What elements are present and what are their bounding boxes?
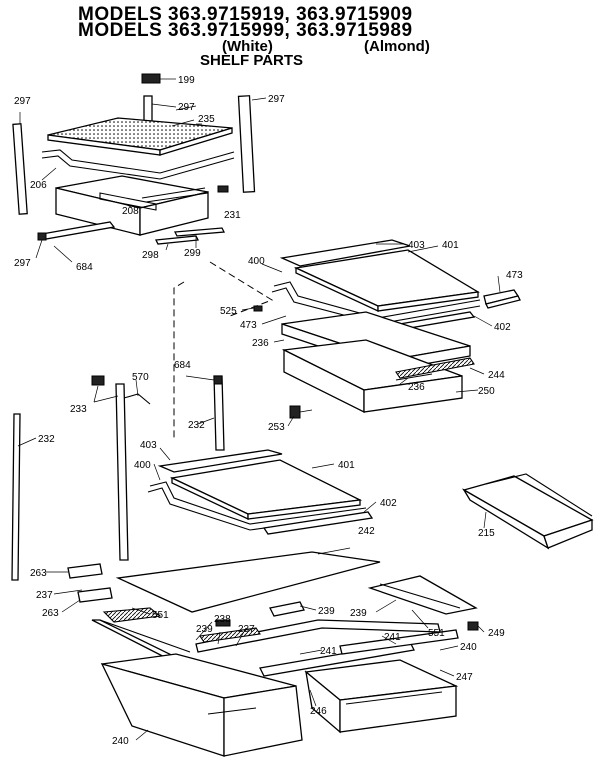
label-298: 298 — [142, 250, 159, 261]
rail-684-upper — [37, 221, 116, 241]
label-570: 570 — [132, 372, 149, 383]
label-299: 299 — [184, 248, 201, 259]
label-237-center: 237 — [238, 624, 255, 635]
label-473-right: 473 — [506, 270, 523, 281]
label-240-right: 240 — [460, 642, 477, 653]
shelf-rail-402-lower — [262, 511, 374, 535]
label-244: 244 — [488, 370, 505, 381]
label-241-right: 241 — [384, 632, 401, 643]
label-297-bottom: 297 — [14, 258, 31, 269]
meat-pan-250 — [281, 311, 475, 414]
part-253 — [289, 405, 313, 419]
label-242: 242 — [358, 526, 375, 537]
models-line-2: MODELS 363.9715999, 363.9715989 — [78, 20, 413, 41]
label-247: 247 — [456, 672, 473, 683]
almond-color-label: (Almond) — [364, 38, 430, 55]
label-551-right: 551 — [428, 628, 445, 639]
crisper-drawer-247-right — [304, 659, 459, 734]
label-239-center: 239 — [318, 606, 335, 617]
label-231: 231 — [224, 210, 241, 221]
label-249: 249 — [488, 628, 505, 639]
label-473-left: 473 — [240, 320, 257, 331]
ladder-rail-232-left — [11, 413, 21, 581]
models-line-1: MODELS 363.9715919, 363.9715909 — [78, 4, 413, 25]
label-238: 238 — [214, 614, 231, 625]
label-240-left: 240 — [112, 736, 129, 747]
label-525: 525 — [220, 306, 237, 317]
cover-bracket-199 — [141, 73, 176, 84]
label-237-left: 237 — [36, 590, 53, 601]
label-233: 233 — [70, 404, 87, 415]
crisper-cover-rails — [195, 619, 459, 677]
label-297-top-left: 297 — [14, 96, 31, 107]
glass-shelf-242 — [115, 547, 381, 613]
part-298-299 — [154, 227, 226, 245]
label-232-left: 232 — [38, 434, 55, 445]
shelf-support-263-lower — [77, 587, 113, 603]
label-684-upper: 684 — [76, 262, 93, 273]
label-401-lower: 401 — [338, 460, 355, 471]
label-239-left: 239 — [196, 624, 213, 635]
label-400-lower: 400 — [134, 460, 151, 471]
shelf-support-263-upper — [67, 563, 103, 579]
wire-shelf-235 — [47, 117, 233, 156]
label-215: 215 — [478, 528, 495, 539]
label-236-lower: 236 — [408, 382, 425, 393]
label-403-upper: 403 — [408, 240, 425, 251]
label-239-right: 239 — [350, 608, 367, 619]
door-bin-215 — [462, 473, 594, 550]
shelf-parts-subtitle: SHELF PARTS — [200, 52, 304, 69]
label-208: 208 — [122, 206, 139, 217]
label-402-lower: 402 — [380, 498, 397, 509]
label-250: 250 — [478, 386, 495, 397]
crisper-drawer-upper — [55, 175, 209, 236]
label-263-lower: 263 — [42, 608, 59, 619]
label-232-center: 232 — [188, 420, 205, 431]
left-rail-297-top — [12, 112, 28, 215]
label-297-top-right: 297 — [268, 94, 285, 105]
label-684-lower: 684 — [174, 360, 191, 371]
label-401-upper: 401 — [442, 240, 459, 251]
shelf-frame-right — [367, 575, 478, 615]
ladder-rail-233 — [91, 375, 151, 561]
label-236-upper: 236 — [252, 338, 269, 349]
crisper-drawer-240-left — [100, 653, 303, 757]
white-color-label: (White) — [222, 38, 273, 55]
label-206: 206 — [30, 180, 47, 191]
label-246: 246 — [310, 706, 327, 717]
label-235: 235 — [198, 114, 215, 125]
right-rail-297-top — [237, 95, 267, 193]
label-551-left: 551 — [152, 610, 169, 621]
shelf-frame-206 — [41, 149, 235, 181]
label-241-center: 241 — [320, 646, 337, 657]
part-number-labels: 199 297 297 297 235 206 208 231 297 684 … — [14, 75, 523, 747]
shelf-rail-473-right — [483, 289, 521, 309]
part-231 — [217, 185, 229, 193]
ladder-rail-232-center — [213, 375, 225, 451]
part-525 — [253, 305, 263, 312]
part-249 — [467, 621, 479, 631]
label-199: 199 — [178, 75, 195, 86]
leader-lines — [17, 105, 501, 741]
part-238 — [215, 619, 231, 627]
label-402-upper: 402 — [494, 322, 511, 333]
label-403-lower: 403 — [140, 440, 157, 451]
label-297-center: 297 — [178, 102, 195, 113]
glass-shelf-401-upper — [271, 239, 481, 325]
part-239-center — [269, 601, 305, 617]
label-253: 253 — [268, 422, 285, 433]
label-400-upper: 400 — [248, 256, 265, 267]
glass-shelf-401-lower — [147, 449, 367, 531]
label-263-upper: 263 — [30, 568, 47, 579]
